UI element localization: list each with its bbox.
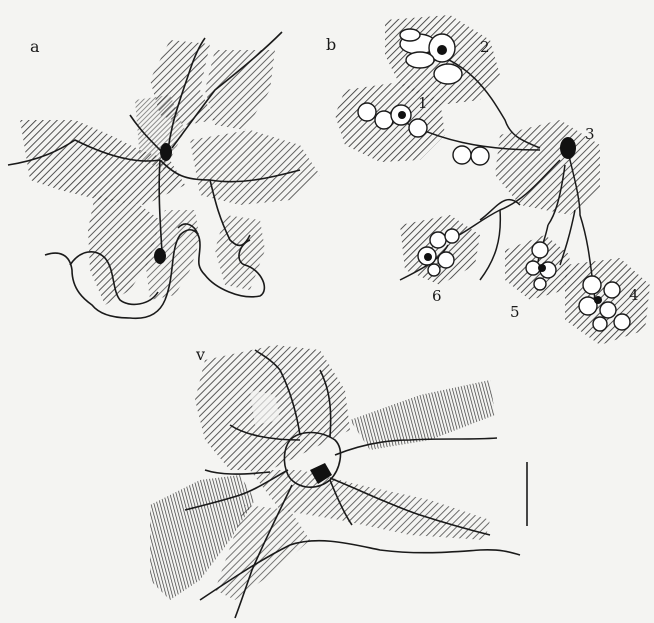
panel-v: v bbox=[150, 345, 527, 618]
panel-b-cluster-5-nucleus bbox=[538, 264, 546, 272]
panel-a: a bbox=[8, 32, 320, 318]
panel-b-cluster-6-nucleus bbox=[424, 253, 432, 261]
panel-b-cluster-5-label: 5 bbox=[510, 303, 520, 321]
panel-b-cluster-6-label: 6 bbox=[432, 287, 442, 305]
panel-b: b bbox=[326, 15, 650, 345]
panel-b-cluster-2-label: 2 bbox=[480, 38, 490, 56]
panel-b-cluster-3-label: 3 bbox=[585, 125, 595, 143]
panel-a-neuron-body-upper bbox=[160, 143, 172, 161]
panel-a-neuron-body-lower bbox=[154, 248, 166, 264]
panel-b-cluster-4-nucleus bbox=[594, 296, 602, 304]
panel-b-cluster-1-label: 1 bbox=[418, 94, 428, 112]
panel-b-cluster-4-label: 4 bbox=[629, 286, 639, 304]
panel-a-glial-regions bbox=[20, 40, 320, 305]
panel-b-glial-regions bbox=[335, 15, 650, 345]
panel-v-label: v bbox=[195, 345, 205, 364]
panel-b-cluster-2-nucleus bbox=[437, 45, 447, 55]
panel-a-label: a bbox=[30, 37, 40, 56]
panel-b-cluster-1-nucleus bbox=[398, 111, 406, 119]
panel-b-cluster-3-neuron bbox=[560, 137, 576, 159]
panel-b-label: b bbox=[326, 35, 336, 54]
